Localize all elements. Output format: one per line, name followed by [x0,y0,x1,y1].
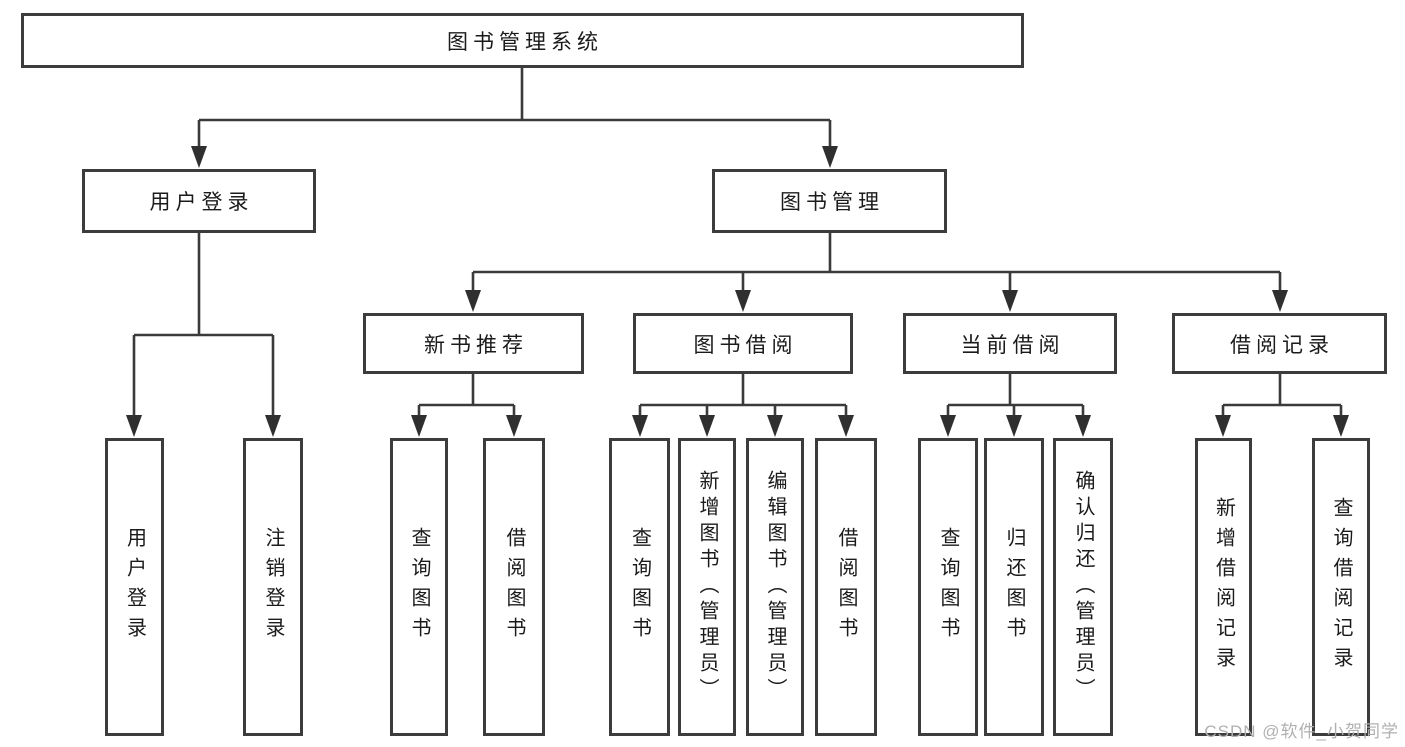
leaf-return-book: 归还图书 [984,438,1044,736]
leaf-logout: 注销登录 [243,438,303,736]
connector-paths [132,68,1343,418]
leaf-label: 用户登录 [123,527,146,647]
leaf-label: 查询图书 [937,527,959,647]
leaf-query-books-current: 查询图书 [918,438,978,736]
node-label: 当前借阅 [960,333,1065,357]
leaf-label: 查询图书 [408,527,430,647]
node-borrowing-records: 借阅记录 [1172,313,1387,374]
leaf-label: 借阅图书 [503,527,525,647]
leaf-edit-book-admin: 编辑图书（管理员） [746,438,804,736]
leaf-query-books-borrowing: 查询图书 [609,438,670,736]
leaf-add-borrow-record: 新增借阅记录 [1195,438,1252,736]
csdn-watermark: CSDN @软件_小贺同学 [1204,722,1399,741]
leaf-query-books-recommend: 查询图书 [390,438,448,736]
node-label: 借阅记录 [1230,333,1334,357]
leaf-borrow-books: 借阅图书 [815,438,877,736]
leaf-label: 借阅图书 [835,527,857,647]
node-label: 图书管理系统 [447,30,603,54]
leaf-label: 注销登录 [262,527,284,647]
leaf-label: 确认归还（管理员） [1072,470,1094,704]
node-book-borrowing: 图书借阅 [633,313,853,374]
leaf-label: 查询图书 [628,527,651,647]
node-library-management-system: 图书管理系统 [21,13,1024,68]
node-label: 图书借阅 [693,333,798,357]
node-current-borrowing: 当前借阅 [903,313,1117,374]
leaf-label: 归还图书 [1003,527,1025,647]
leaf-label: 编辑图书（管理员） [764,470,786,704]
leaf-label: 查询借阅记录 [1330,497,1352,677]
node-label: 新书推荐 [424,333,528,357]
arrowheads [126,146,1349,437]
node-label: 图书管理 [780,191,884,214]
node-new-book-recommendation: 新书推荐 [363,313,584,374]
leaf-confirm-return-admin: 确认归还（管理员） [1053,438,1113,736]
leaf-add-book-admin: 新增图书（管理员） [678,438,736,736]
leaf-query-borrow-record: 查询借阅记录 [1312,438,1370,736]
node-book-management: 图书管理 [712,169,947,233]
leaf-borrow-books-recommend: 借阅图书 [483,438,545,736]
leaf-label: 新增借阅记录 [1212,497,1235,677]
node-user-login: 用户登录 [82,169,316,233]
leaf-label: 新增图书（管理员） [696,470,718,704]
leaf-user-login: 用户登录 [105,438,164,736]
node-label: 用户登录 [149,191,254,214]
